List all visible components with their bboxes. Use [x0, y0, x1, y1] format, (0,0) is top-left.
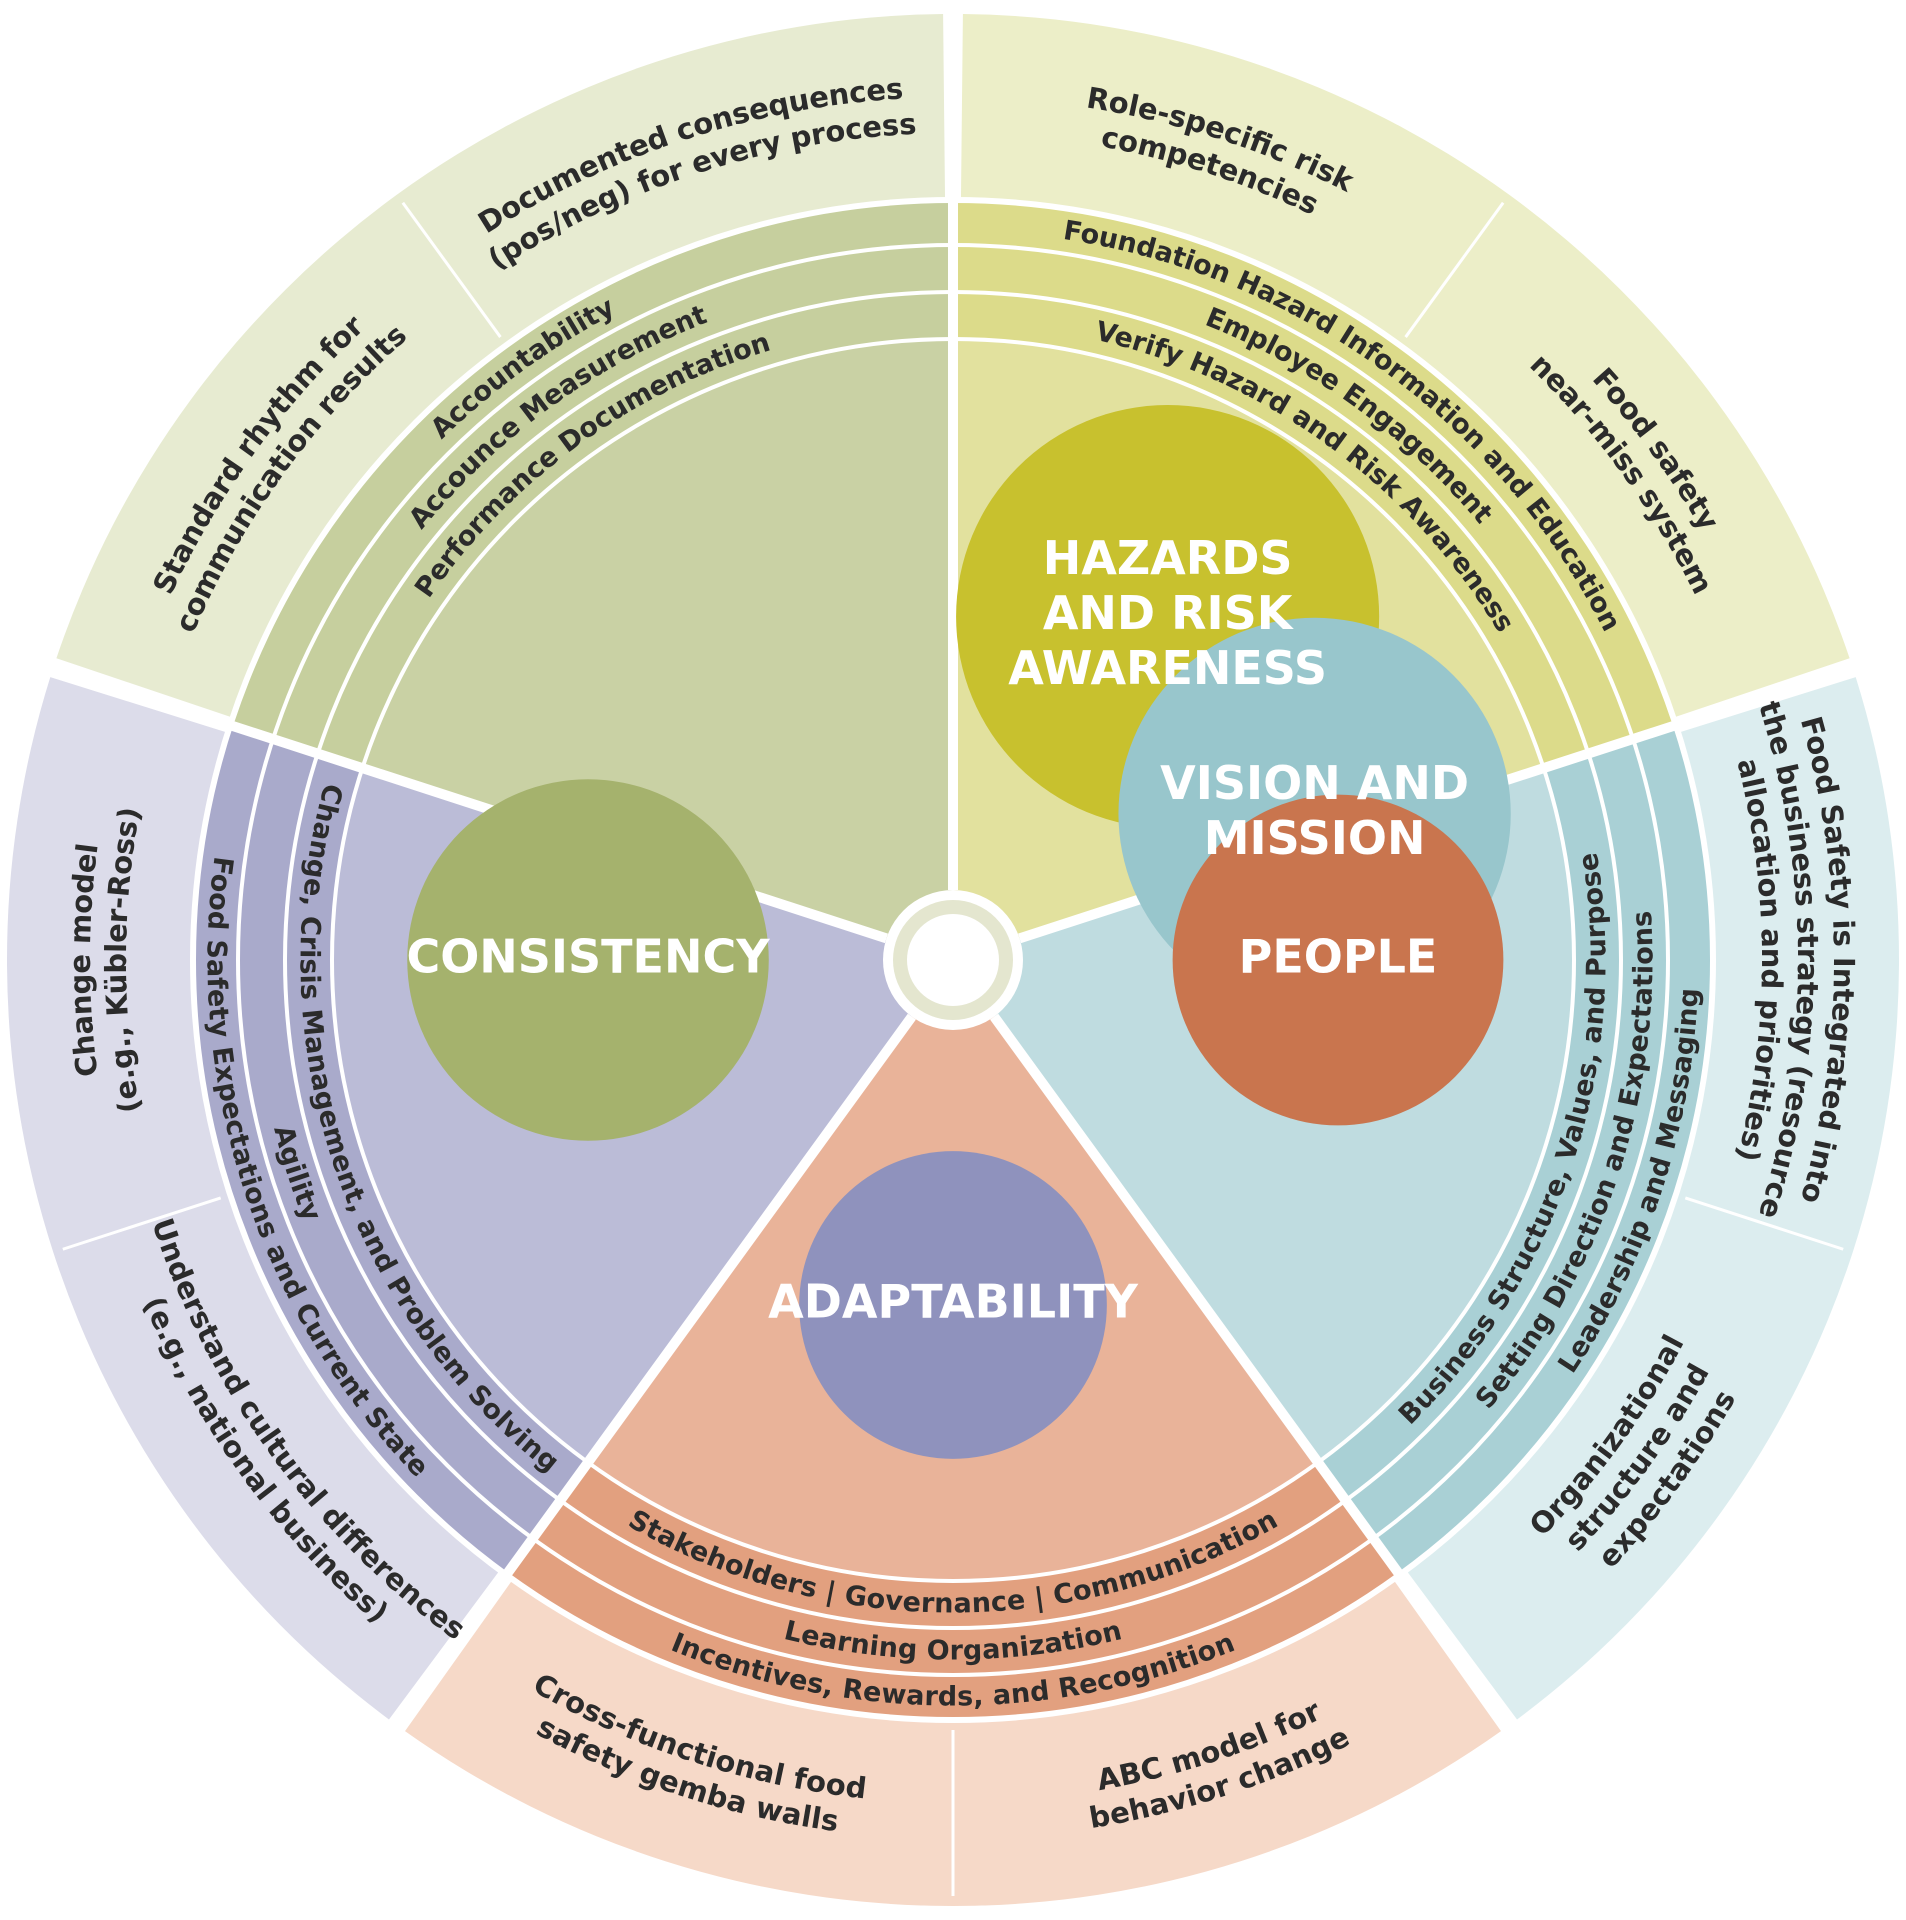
ring-band-3: [285, 753, 588, 1501]
adaptability-core-circle: [799, 1151, 1107, 1459]
ring-band-3: [317, 292, 954, 769]
hazards-title-line: HAZARDS: [1043, 531, 1293, 585]
vision-title-line: VISION AND: [1160, 756, 1469, 810]
outer-sector: [56, 14, 946, 718]
ring-band-1: [1373, 725, 1713, 1575]
hub-center: [907, 914, 999, 1006]
outer-item-divider: [1404, 201, 1505, 338]
segment-divider: [391, 1013, 916, 1730]
ring-band-1: [193, 725, 533, 1575]
outer-item-divider: [401, 201, 502, 338]
consistency-core-circle: [407, 779, 769, 1141]
ring-band-3: [953, 292, 1589, 769]
ring-band-2: [238, 739, 561, 1539]
outer-sector: [960, 14, 1850, 718]
ring-band-2: [532, 1500, 1374, 1676]
adaptability-title-line: ADAPTABILITY: [768, 1275, 1138, 1329]
ring-band-2: [272, 245, 953, 754]
ring-band-3: [1318, 753, 1621, 1501]
people-title-line: PEOPLE: [1239, 930, 1438, 984]
vision-title-line: MISSION: [1204, 811, 1426, 865]
segment-cores: [407, 405, 1511, 1459]
people-core-circle: [1172, 794, 1504, 1126]
ring-band-2: [1345, 739, 1668, 1539]
ring-band-2: [953, 245, 1634, 754]
hazards-title-line: AND RISK: [1043, 586, 1295, 640]
ring-band-3: [560, 1462, 1346, 1629]
consistency-title-line: CONSISTENCY: [406, 930, 770, 984]
ring-band-1: [506, 1538, 1400, 1721]
segment-divider: [990, 1013, 1515, 1730]
outer-item-divider: [62, 1196, 222, 1251]
outer-item-divider: [1684, 1196, 1844, 1251]
hazards-title-line: AWARENESS: [1008, 641, 1327, 695]
